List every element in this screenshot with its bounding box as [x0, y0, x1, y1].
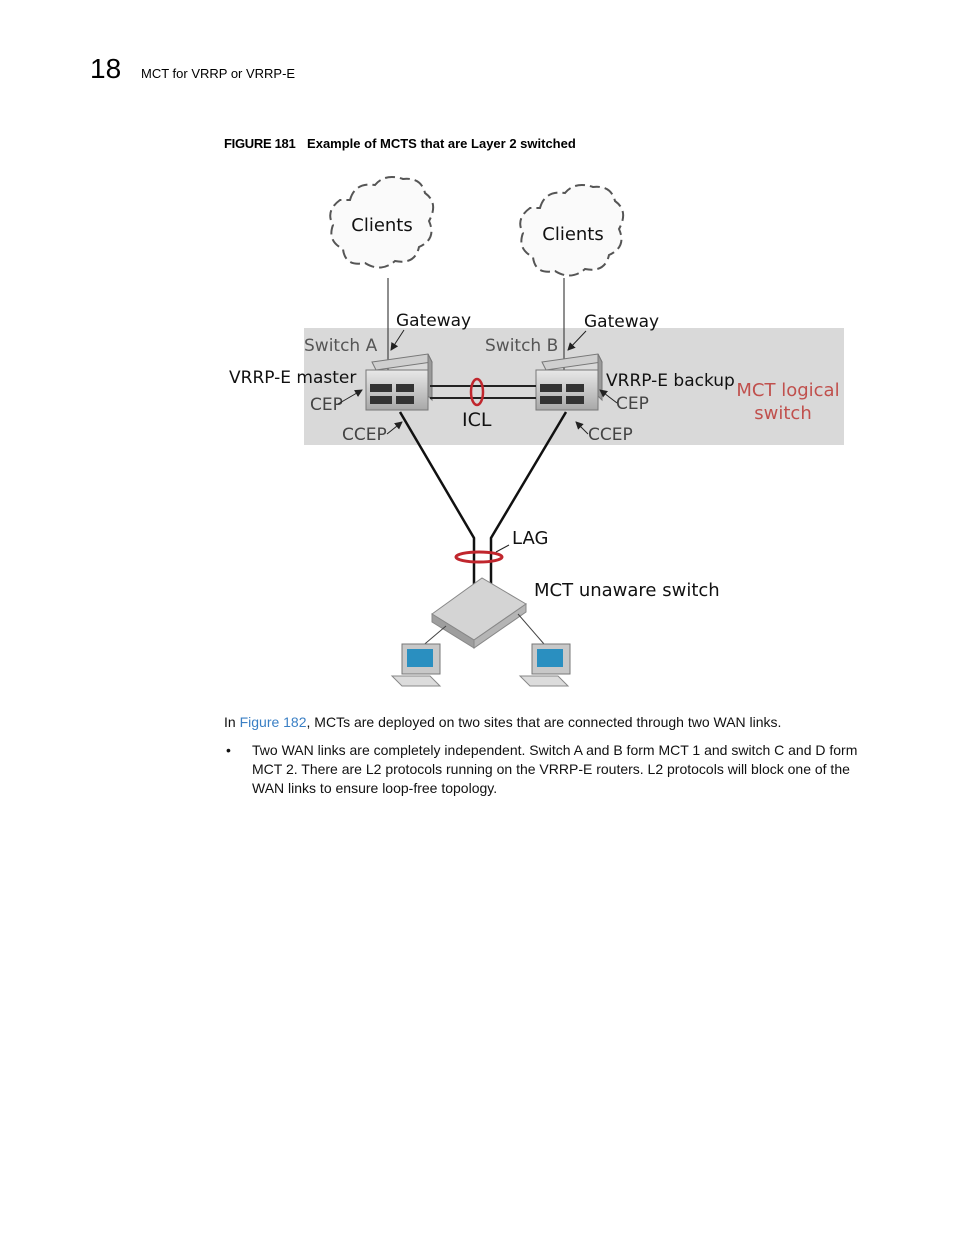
clients-cloud-left [329, 176, 435, 269]
ccep-arrow-right [575, 421, 589, 435]
switch-a-label: Switch A [304, 336, 378, 356]
gateway-arrow-left [390, 329, 405, 351]
switch-b-icon [535, 353, 603, 411]
clients-label-right: Clients [542, 224, 604, 245]
chapter-number: 18 [90, 53, 122, 84]
cep-label-left: CEP [310, 395, 343, 415]
figure-title: Example of MCTS that are Layer 2 switche… [307, 136, 576, 151]
mct-logical-label-line2: switch [754, 403, 811, 424]
mct-unaware-switch-icon [431, 577, 527, 649]
vrrp-backup-label: VRRP-E backup [606, 371, 735, 391]
cep-label-right: CEP [616, 394, 649, 414]
vrrp-master-label: VRRP-E master [229, 368, 356, 388]
gateway-label-left: Gateway [396, 311, 471, 331]
mct-logical-label-line1: MCT logical [736, 380, 839, 401]
para-prefix: In [224, 714, 240, 730]
switch-a-icon [365, 353, 433, 411]
lag-link-left [398, 411, 476, 590]
figure-caption: FIGURE 181 Example of MCTS that are Laye… [224, 136, 576, 151]
host-link-right [517, 613, 545, 645]
gateway-label-right: Gateway [584, 312, 659, 332]
computer-icon [518, 643, 571, 687]
ccep-arrow-left [386, 421, 403, 435]
network-diagram: Clients Clients Gateway Gateway Switch A… [229, 176, 844, 687]
cep-arrow-left [337, 389, 363, 405]
figure-182-link[interactable]: Figure 182 [239, 714, 307, 730]
para-suffix: , MCTs are deployed on two sites that ar… [306, 714, 782, 730]
chapter-title: MCT for VRRP or VRRP-E [141, 66, 296, 81]
gateway-arrow-right [567, 330, 587, 351]
clients-label-left: Clients [351, 215, 413, 236]
bullet-dot: • [226, 742, 231, 758]
computer-icon [390, 643, 442, 687]
icl-ring [469, 377, 485, 407]
ccep-label-left: CCEP [342, 425, 387, 445]
ccep-label-right: CCEP [588, 425, 633, 445]
bullet-text: Two WAN links are completely independent… [252, 742, 858, 796]
figure-label: FIGURE 181 [224, 136, 296, 151]
cep-arrow-right [599, 389, 618, 404]
lag-link-right [489, 411, 568, 590]
mct-unaware-label: MCT unaware switch [534, 580, 720, 601]
switch-b-label: Switch B [485, 336, 558, 356]
clients-cloud-right [519, 184, 625, 277]
lag-ring [454, 550, 504, 564]
icl-label: ICL [462, 409, 492, 431]
lag-pointer [495, 544, 510, 553]
lag-label: LAG [512, 528, 548, 549]
body-paragraph: In Figure 182, MCTs are deployed on two … [224, 713, 874, 732]
